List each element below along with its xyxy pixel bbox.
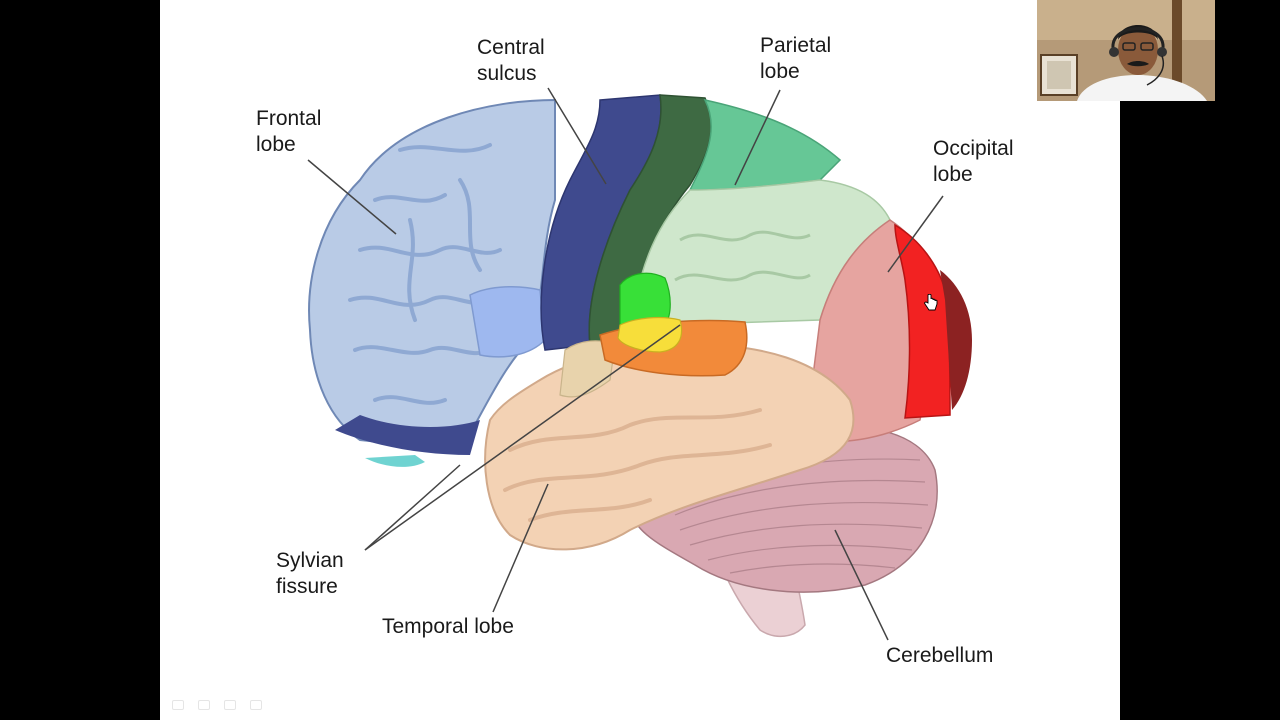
slide-navigation-controls [172,700,262,710]
premotor-area [469,285,546,358]
cerebellum-pointer [834,529,889,641]
parietal-superior [688,98,842,191]
temporal-pointer [492,483,549,613]
frontal-lobe-label: Frontal lobe [256,106,321,158]
occipital-lobe-label-line2: lobe [933,163,973,186]
sylvian-fissure-label-line2: fissure [276,575,338,598]
presenter-webcam-video [1037,0,1215,101]
menu-icon[interactable] [224,700,236,710]
cerebellum-label: Cerebellum [886,643,993,669]
hand-cursor-icon [924,294,938,311]
brain-diagram [307,87,972,641]
parietal-pointer [734,89,781,186]
prev-slide-icon[interactable] [172,700,184,710]
frontal-lobe-label-line2: lobe [256,133,296,156]
orbital-cyan [365,455,425,467]
parietal-lobe-label-line2: lobe [760,60,800,83]
zoom-icon[interactable] [250,700,262,710]
cerebellum-label-text: Cerebellum [886,644,994,667]
wernicke-yellow [617,316,683,353]
occipital-primary [894,223,951,419]
occipital-lobe-label: Occipital lobe [933,136,1014,188]
central-pointer [547,87,607,185]
next-slide-icon[interactable] [198,700,210,710]
sylvian-fissure-label: Sylvian fissure [276,548,344,600]
orbital-frontal [335,415,480,455]
parietal-lobe-label: Parietal lobe [760,33,831,85]
parietal-lobe-label-line1: Parietal [760,34,832,57]
sylvian-pointer-2 [364,324,681,551]
occipital-lobe-label-line1: Occipital [933,137,1014,160]
central-sulcus-label: Central sulcus [477,35,545,87]
sylvian-pointer-1 [364,464,461,551]
temporal-lobe-label: Temporal lobe [382,614,514,640]
slide: Frontal lobe Central sulcus Parietal lob… [160,0,1120,720]
temporal-lobe-label-text: Temporal lobe [382,615,514,638]
frontal-pointer [307,159,397,235]
central-sulcus-label-line1: Central [477,36,545,59]
occipital-pole [940,270,972,410]
frontal-lobe-label-line1: Frontal [256,107,322,130]
occipital-pointer [887,195,944,273]
sylvian-fissure-label-line1: Sylvian [276,549,344,572]
insula [559,340,616,398]
central-sulcus-label-line2: sulcus [477,62,537,85]
